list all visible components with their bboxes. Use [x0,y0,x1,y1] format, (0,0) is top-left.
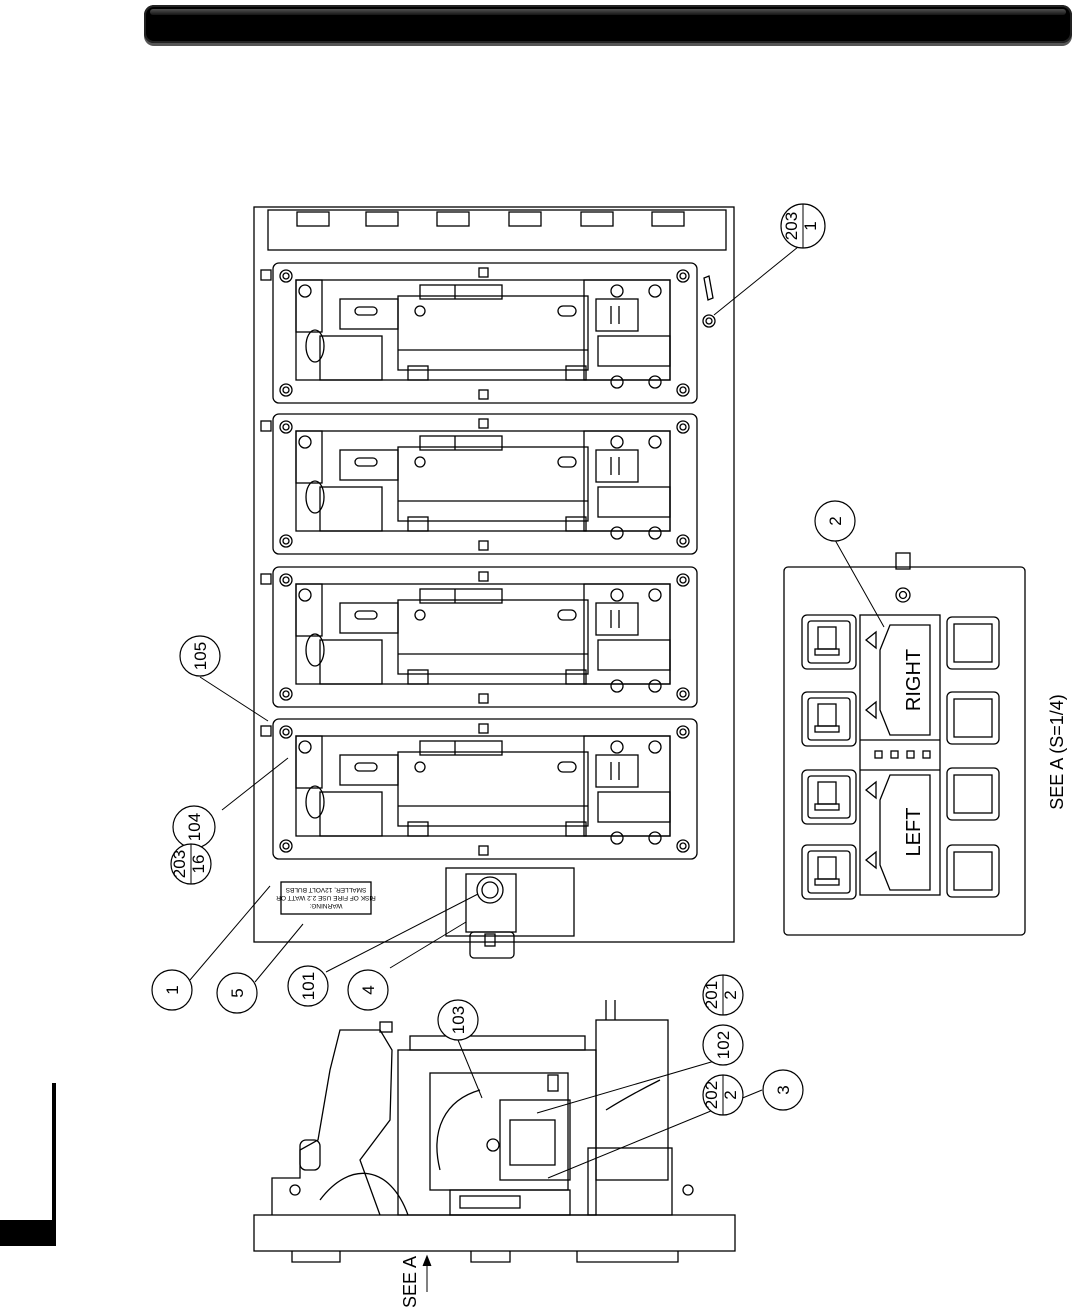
see-a-panel [783,552,1026,936]
callout-103: 103 [449,1006,468,1034]
warning-line-2: RISK OF FIRE USE 2.2 WATT OR [276,894,376,901]
main-panel [253,206,735,943]
lamp-module-3 [260,566,698,708]
callout-203-16-top: 203 [170,850,189,878]
callout-201-2-bottom: 2 [721,990,740,999]
callout-dividers [190,204,804,1115]
header-bar [144,5,1072,43]
warning-line-3: SMALLER, 12VOLT BULBS [285,886,366,893]
callout-203-1-top: 203 [782,212,801,240]
callout-3: 3 [774,1085,793,1094]
indicator-squares [874,750,931,759]
lamp-module-4 [260,718,698,860]
warning-label-box [280,881,372,915]
header-sheen [150,9,1066,15]
callout-circles [151,203,856,1116]
callout-201-2-top: 201 [702,981,721,1009]
warning-line-1: WARNING: [309,902,342,909]
callout-5: 5 [228,988,247,997]
callout-4: 4 [359,985,378,994]
callout-202-2-top: 202 [702,1081,721,1109]
bottom-bracket [445,867,575,959]
lamp-module-2 [260,413,698,555]
view-arrow-label: SEE A [400,1256,420,1308]
side-view [253,1000,736,1263]
side-tab [0,1220,56,1246]
panel-label-left: LEFT [903,808,925,857]
triangle-markers [864,630,877,870]
callout-102: 102 [714,1031,733,1059]
callout-203-16-bottom: 16 [189,855,208,874]
top-tabs [296,211,685,227]
left-buttons [801,614,857,900]
callout-203-1-bottom: 1 [801,221,820,230]
side-rule [52,1083,56,1223]
callout-105: 105 [191,642,210,670]
lamp-module-1 [260,262,698,404]
warning-label-text: WARNING: RISK OF FIRE USE 2.2 WATT OR SM… [276,886,376,909]
leader-lines [189,246,885,1292]
callout-1: 1 [163,985,182,994]
callout-2: 2 [826,516,845,525]
callout-104: 104 [185,813,204,841]
right-buttons [946,616,1000,898]
callout-202-2-bottom: 2 [721,1090,740,1099]
view-caption: SEE A (S=1/4) [1047,694,1067,810]
panel-label-right: RIGHT [903,649,925,711]
callout-101: 101 [299,972,318,1000]
